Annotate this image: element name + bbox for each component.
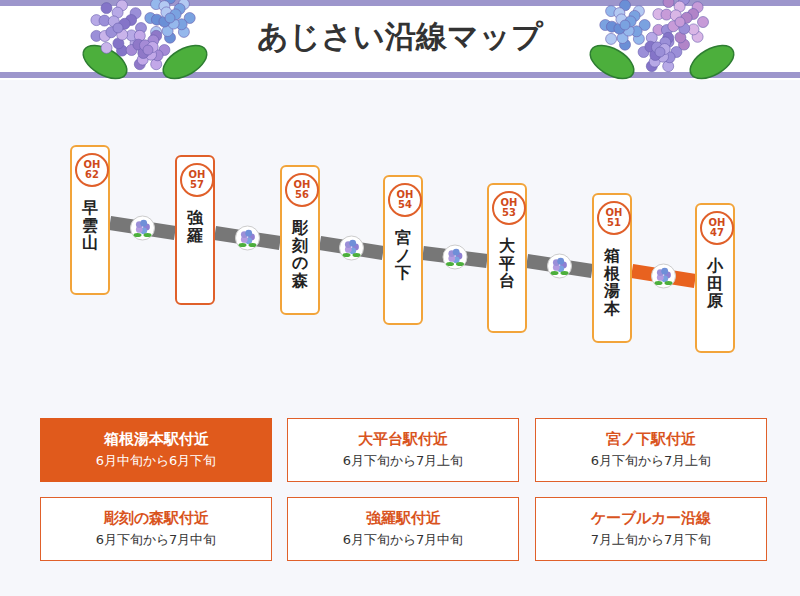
hydrangea-leaf [239,243,247,247]
station-number: OH 47 [706,218,728,238]
map-title: あじさい沿線マップ [0,16,800,58]
bloom-period: 6月中旬から6月下旬 [96,452,217,470]
station-box: 小田原 OH 47 [695,203,735,353]
hydrangea-leaf [249,243,257,247]
bloom-period-box: 大平台駅付近 6月下旬から7月上旬 [287,418,519,482]
leaf [685,39,740,86]
hydrangea-leaf [134,233,142,237]
area-name: 強羅駅付近 [366,509,441,528]
hydrangea-mark [236,226,260,250]
rail-track [215,226,280,250]
hydrangea-leaf [456,262,464,266]
bloom-period-box: ケーブルカー沿線 7月上旬から7月下旬 [535,497,767,561]
rail-track [632,264,695,288]
petal [165,13,175,23]
area-name: 彫刻の森駅付近 [104,509,209,528]
station-number-badge: OH 56 [285,173,319,207]
bloom-period: 6月下旬から7月中旬 [96,531,217,549]
hydrangea-petal [245,230,252,237]
bloom-period-box: 宮ノ下駅付近 6月下旬から7月上旬 [535,418,767,482]
rail-track [320,236,383,260]
bloom-period: 6月下旬から7月中旬 [343,531,464,549]
petal [663,0,674,8]
station-name: 強羅 [187,209,203,244]
station-number-badge: OH 62 [75,153,109,187]
rail-track [527,254,592,278]
hydrangea-mark [131,216,155,240]
petal [101,3,112,14]
area-name: ケーブルカー沿線 [591,509,711,528]
station-number-badge: OH 53 [492,191,526,225]
hydrangea-leaf [665,281,673,285]
hydrangea-leaf [446,262,454,266]
station-number-badge: OH 51 [597,201,631,235]
bloom-period: 7月上旬から7月下旬 [591,531,712,549]
hydrangea-petal [140,220,147,227]
station-number: OH 57 [186,170,208,190]
leaf [78,39,133,86]
station-number: OH 62 [81,160,103,180]
bloom-period-box: 強羅駅付近 6月下旬から7月中旬 [287,497,519,561]
station-name: 彫刻の森 [292,219,308,289]
leaf [158,39,213,86]
bloom-period: 6月下旬から7月上旬 [591,452,712,470]
petal [655,47,665,57]
hydrangea-leaf [655,281,663,285]
petal [675,17,685,27]
hydrangea-mark [340,236,364,260]
area-name: 大平台駅付近 [358,430,448,449]
hydrangea-mark [548,254,572,278]
hydrangea-leaf [353,253,361,257]
area-name: 箱根湯本駅付近 [104,430,209,449]
hydrangea-petal [453,249,460,256]
station-box: 箱根湯本 OH 51 [592,193,632,343]
station-box: 強羅 OH 57 [175,155,215,305]
station-number-badge: OH 47 [700,211,734,245]
station-number: OH 54 [394,190,416,210]
station-number-badge: OH 54 [388,183,422,217]
station-number-badge: OH 57 [180,163,214,197]
hydrangea-petal [661,268,668,275]
petal [606,33,617,44]
station-box: 大平台 OH 53 [487,183,527,333]
petal [698,17,709,28]
petal [143,45,153,55]
petal [113,23,123,33]
station-name: 宮ノ下 [395,229,411,282]
bloom-period: 6月下旬から7月上旬 [343,452,464,470]
petal [620,20,630,30]
hydrangea-mark [443,245,467,269]
hydrangea-leaf [343,253,351,257]
station-box: 早雲山 OH 62 [70,145,110,295]
hydrangea-petal [349,240,356,247]
bloom-period-box: 彫刻の森駅付近 6月下旬から7月中旬 [40,497,272,561]
station-number: OH 56 [291,180,313,200]
rail-track [423,245,487,269]
petal [101,42,112,53]
hydrangea-mark [652,264,676,288]
hydrangea-leaf [144,233,152,237]
hydrangea-petal [557,258,564,265]
hydrangea-leaf [551,271,559,275]
station-number: OH 51 [603,208,625,228]
station-number: OH 53 [498,198,520,218]
bloom-period-box: 箱根湯本駅付近 6月中旬から6月下旬 [40,418,272,482]
rail-track [110,216,175,240]
station-name: 大平台 [499,237,515,290]
station-box: 彫刻の森 OH 56 [280,165,320,315]
area-name: 宮ノ下駅付近 [606,430,696,449]
station-box: 宮ノ下 OH 54 [383,175,423,325]
leaf [585,39,640,86]
station-name: 小田原 [707,257,723,310]
station-name: 箱根湯本 [604,247,620,317]
station-name: 早雲山 [82,199,98,252]
hydrangea-leaf [561,271,569,275]
